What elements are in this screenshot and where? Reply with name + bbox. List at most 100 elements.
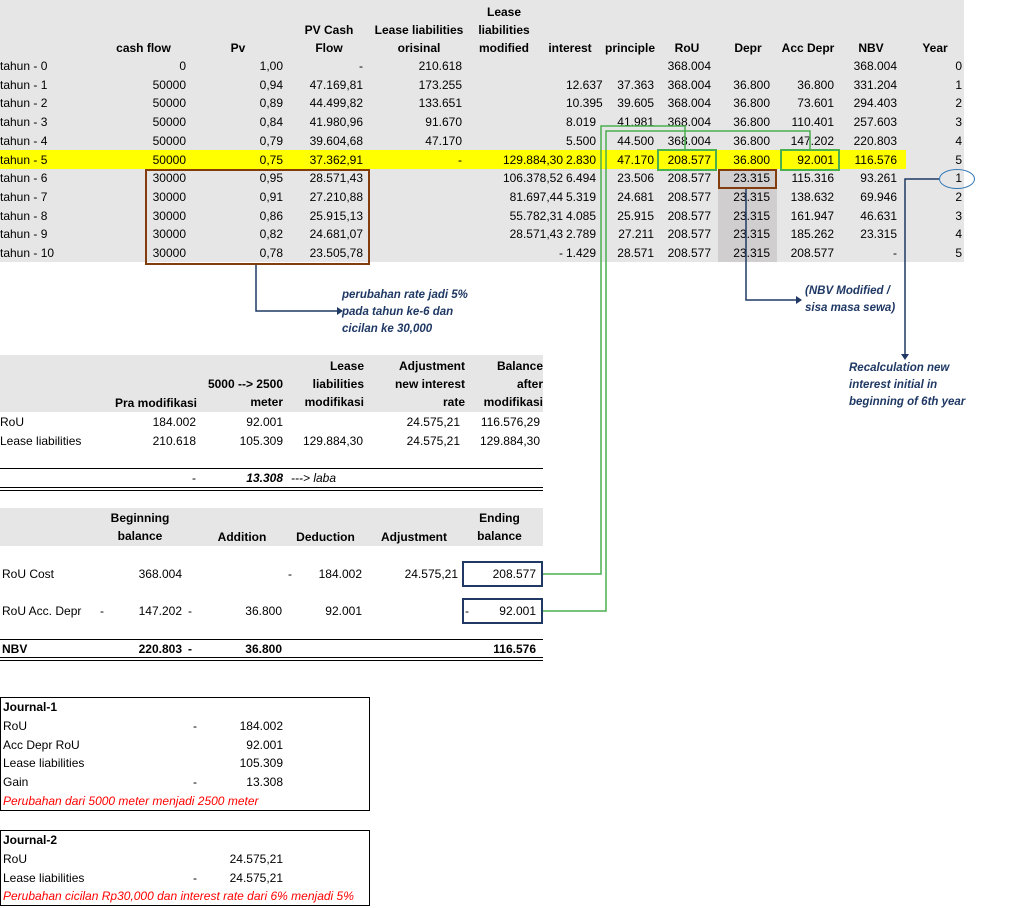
depr-modified-cells	[718, 169, 777, 262]
row-label: RoU Cost	[2, 567, 55, 581]
highlight-row-tahun-5	[0, 150, 906, 169]
journal-amount: 24.575,21	[229, 852, 283, 866]
journal-account: RoU	[3, 719, 28, 733]
mod-total-value: 13.308	[246, 471, 283, 485]
table-cell: 368.004	[667, 77, 711, 92]
table-cell: 185.262	[790, 227, 834, 242]
journal-sign: -	[193, 719, 197, 733]
table-cell: 23.505,78	[309, 246, 363, 260]
mod-header-3: Adjustment new interest rate	[394, 358, 465, 409]
top-header-0: cash flow	[116, 41, 171, 55]
journal-account: Lease liabilities	[3, 870, 85, 885]
table-cell: 5	[955, 152, 962, 167]
table-cell: 173.255	[418, 77, 462, 92]
nbv-cell: 36.800	[245, 642, 282, 656]
table-cell: 1,00	[259, 59, 283, 73]
table-cell: 294.403	[853, 96, 897, 111]
year-restart-ellipse	[939, 169, 975, 189]
table-cell: 30000	[152, 171, 186, 186]
table-cell	[200, 565, 280, 583]
table-cell: 36.800	[733, 152, 770, 167]
row-label: tahun - 7	[0, 189, 48, 204]
journal-sign	[161, 754, 197, 772]
table-cell: 147.202	[790, 133, 834, 148]
cashflow-modified-box	[145, 169, 370, 265]
table-cell: 3	[955, 208, 962, 223]
table-cell: 39.605	[617, 96, 654, 111]
journal-2-note: Perubahan cicilan Rp30,000 dan interest …	[3, 889, 354, 903]
table-cell: 257.603	[853, 115, 897, 130]
table-cell: -	[188, 604, 192, 618]
table-cell: 30000	[152, 227, 186, 242]
table-cell: -	[893, 246, 897, 260]
table-cell: 23.315	[733, 227, 770, 242]
table-cell: 24.575,21	[406, 434, 460, 448]
table-cell: 30000	[152, 189, 186, 204]
nbv-line-top	[0, 639, 543, 640]
table-cell: 4	[955, 227, 962, 242]
note-recalc: Recalculation new interest initial in be…	[849, 362, 966, 408]
table-cell: 91.670	[425, 115, 462, 130]
table-cell: 110.401	[791, 115, 835, 130]
journal-amount: 24.575,21	[229, 870, 283, 885]
nbv-label: NBV	[2, 642, 28, 656]
nbv-cell: -	[188, 642, 192, 656]
table-cell: 28.571,43	[509, 227, 563, 242]
mod-header-1: 5000 --> 2500 meter	[207, 377, 283, 409]
table-cell: 368.004	[667, 133, 711, 148]
top-header-2: PV Cash Flow	[304, 23, 354, 55]
mod-total-line-bottom2	[0, 490, 543, 491]
journal-1-title: Journal-1	[3, 700, 58, 714]
table-cell: 147.202	[138, 604, 182, 618]
rollfwd-header-1: Addition	[217, 529, 267, 544]
table-cell: 0	[955, 59, 962, 73]
mod-total-dash: -	[192, 471, 196, 485]
table-cell: 0,86	[259, 208, 283, 223]
row-label: tahun - 6	[0, 171, 48, 186]
table-cell: 220.803	[853, 133, 897, 148]
table-cell: 47.170	[617, 152, 654, 167]
table-cell: 2.789	[566, 227, 597, 242]
journal-sign: -	[193, 775, 197, 790]
journal-amount: 13.308	[246, 775, 283, 790]
journal-2-title: Journal-2	[3, 833, 58, 847]
row-label: RoU Acc. Depr	[2, 604, 82, 618]
journal-account: Gain	[3, 775, 29, 790]
table-cell: 55.782,31	[509, 208, 563, 223]
table-cell: 25.915	[617, 208, 654, 223]
table-cell: 23.315	[733, 208, 770, 223]
table-cell	[370, 602, 458, 620]
table-cell: -	[359, 59, 363, 73]
table-cell: 27.210,88	[309, 189, 363, 204]
top-header-1: Pv	[230, 41, 246, 55]
table-cell: 0,91	[259, 189, 283, 204]
table-cell: 208.577	[790, 246, 834, 260]
table-cell: 23.315	[733, 189, 770, 204]
mod-header-2: Lease liabilities modifikasi	[304, 358, 364, 409]
table-cell: 116.576,29	[480, 415, 540, 429]
top-header-6: principle	[604, 41, 655, 55]
table-cell: 2	[955, 189, 962, 204]
journal-amount: 184.002	[239, 719, 283, 733]
table-cell: 23.315	[733, 171, 770, 186]
nbv-line-bottom1	[0, 657, 543, 658]
table-cell: 8.019	[566, 115, 597, 130]
row-label: tahun - 1	[0, 77, 48, 92]
table-cell: 36.800	[733, 133, 770, 148]
table-cell: 92.001	[797, 152, 834, 167]
row-label: tahun - 0	[0, 59, 48, 73]
table-cell: 0,75	[259, 152, 283, 167]
table-cell: 24.681	[617, 189, 654, 204]
mod-header-0: Pra modifikasi	[114, 395, 197, 410]
table-cell: 210.618	[418, 59, 462, 73]
table-cell: 36.800	[245, 604, 282, 618]
table-cell: 5.319	[566, 189, 597, 204]
row-label: tahun - 10	[0, 246, 55, 260]
mod-header-4: Balance after modifikasi	[483, 358, 543, 409]
rollfwd-header-4: Ending balance	[477, 511, 522, 543]
table-cell: 5.500	[566, 133, 597, 148]
nbv-cell: 116.576	[493, 642, 536, 656]
table-cell: 47.169,81	[309, 77, 363, 92]
top-header-4: Lease liabilities modified	[478, 5, 530, 55]
table-cell: 208.577	[667, 227, 711, 242]
